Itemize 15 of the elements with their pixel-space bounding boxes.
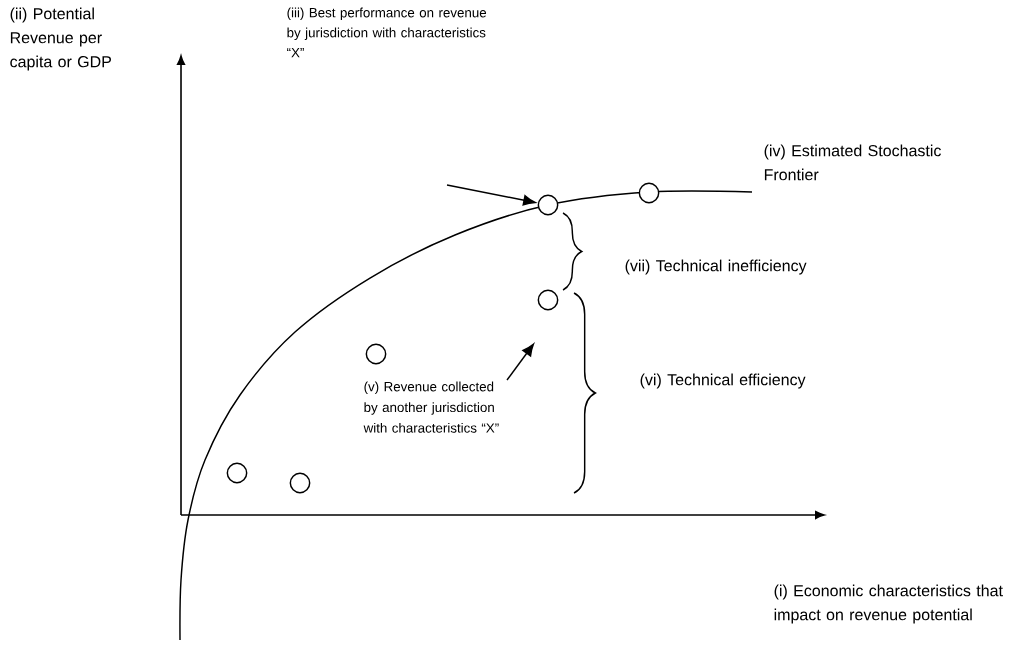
axis-label: (iv) Estimated Stochastic Frontier (764, 144, 941, 181)
data-point (537, 289, 559, 311)
callout-text: (v) Revenue collected by another jurisdiction with characteristics “X” (363, 381, 499, 433)
axis-label: (vii) Technical inefficiency (625, 259, 807, 275)
axis-label: (vi) Technical efficiency (640, 373, 806, 389)
axis-label: (i) Economic characteristics that impact on revenue potential (774, 584, 1003, 624)
data-point (226, 462, 248, 484)
data-point (289, 472, 311, 494)
data-point (638, 182, 660, 204)
data-point (537, 194, 559, 216)
arrow (446, 184, 536, 206)
arrow (506, 343, 535, 381)
axis-label: (ii) Potential Revenue per capita or GDP (10, 7, 111, 71)
axis-label: (iii) Best performance on revenue by jurisdiction with characteristics “X” (287, 7, 487, 58)
data-point (365, 343, 387, 365)
